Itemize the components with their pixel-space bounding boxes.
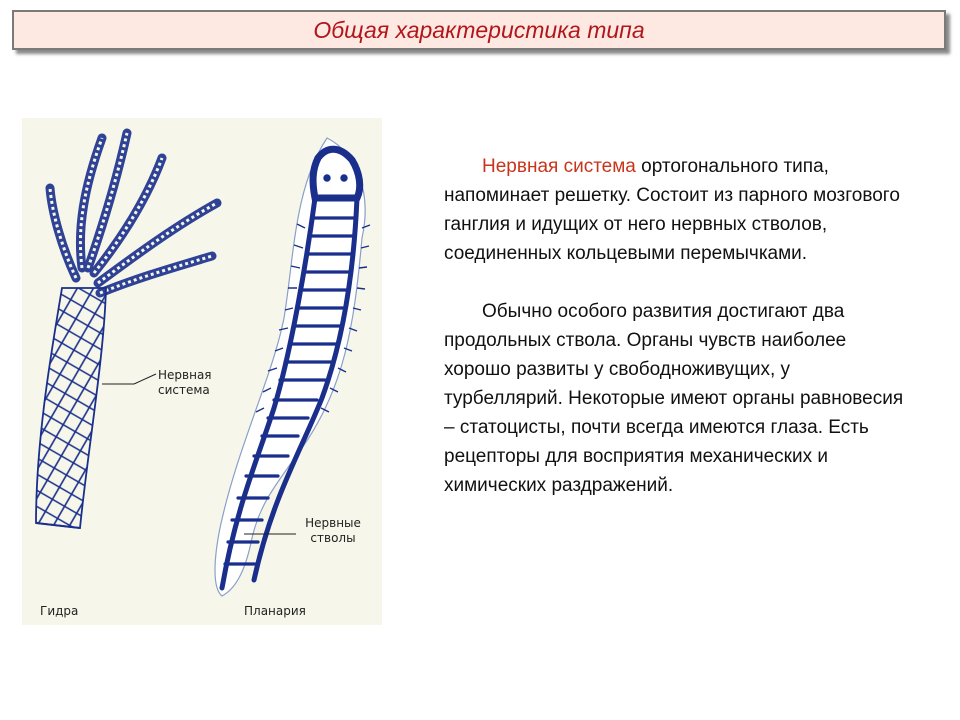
description-text: Нервная система ортогонального типа, нап… bbox=[444, 152, 914, 500]
slide-title: Общая характеристика типа bbox=[313, 16, 645, 43]
hydra-drawing bbox=[35, 128, 222, 529]
caption-planaria: Планария bbox=[244, 604, 306, 618]
highlight-nervous-system: Нервная система bbox=[482, 156, 636, 177]
paragraph-1-body: ортогонального типа, напоминает решетку.… bbox=[444, 156, 900, 264]
paragraph-2: Обычно особого развития достигают два пр… bbox=[444, 301, 904, 496]
caption-hydra: Гидра bbox=[40, 604, 79, 618]
nervous-system-figure: Нервная система Нервные стволы Гидра Пла… bbox=[22, 118, 382, 625]
planaria-drawing bbox=[214, 137, 371, 597]
slide-title-bar: Общая характеристика типа bbox=[12, 10, 946, 50]
label-hydra-nervous-system: Нервная система bbox=[158, 368, 212, 397]
paragraph-1: Нервная система ортогонального типа, нап… bbox=[444, 152, 914, 268]
figure-illustration bbox=[35, 128, 371, 597]
label-planaria-nerve-trunks: Нервные стволы bbox=[305, 516, 361, 545]
